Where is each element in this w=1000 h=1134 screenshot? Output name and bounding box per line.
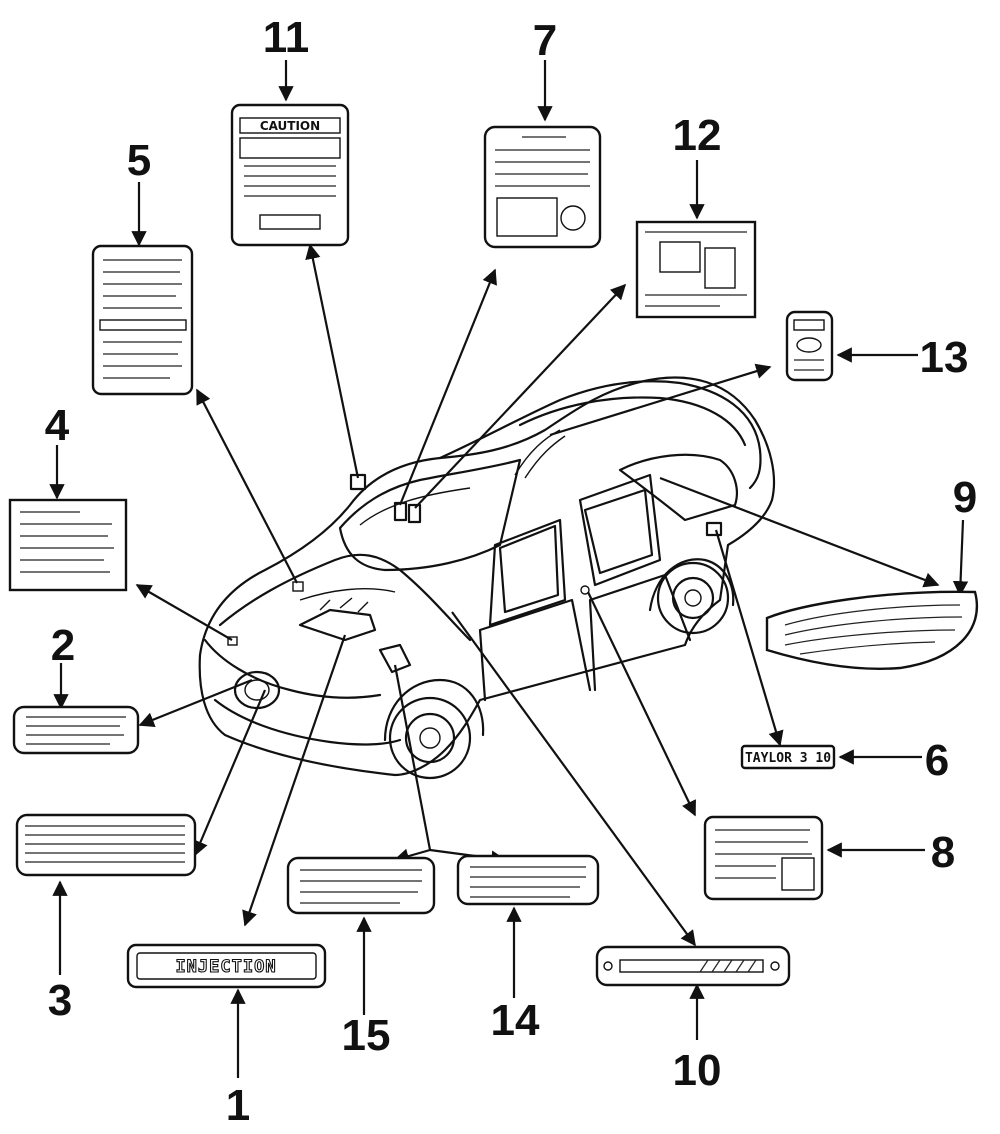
label-7 (483, 125, 602, 249)
callout-7: 7 (533, 16, 557, 65)
label-1-injection-badge: INJECTION (126, 943, 327, 989)
callout-14: 14 (491, 996, 540, 1045)
label-14 (456, 854, 600, 906)
callout-numbers: 1 2 3 4 5 6 7 8 9 10 11 12 13 14 15 (45, 13, 977, 1130)
label-3 (15, 813, 197, 877)
label-2 (12, 705, 140, 755)
label-6-text: TAYLOR 3 10 (745, 751, 831, 766)
callout-13: 13 (920, 333, 969, 382)
callout-10: 10 (673, 1046, 722, 1095)
callout-8: 8 (931, 828, 955, 877)
car-drawing (198, 376, 776, 780)
callout-6: 6 (925, 736, 949, 785)
callout-4: 4 (45, 401, 70, 450)
injection-badge-text: INJECTION (175, 957, 276, 977)
leader-lines (49, 60, 969, 1078)
label-13 (785, 310, 834, 382)
label-12 (635, 220, 757, 319)
callout-15: 15 (342, 1011, 391, 1060)
callout-9: 9 (953, 473, 977, 522)
callout-2: 2 (51, 621, 75, 670)
label-6: TAYLOR 3 10 (740, 744, 836, 770)
callout-1: 1 (226, 1081, 250, 1130)
label-8 (703, 815, 824, 901)
callout-3: 3 (48, 976, 72, 1025)
label-10 (595, 945, 791, 987)
label-11-heading: CAUTION (260, 119, 320, 133)
label-15 (286, 856, 436, 915)
label-9 (765, 590, 978, 670)
label-11: CAUTION (230, 103, 350, 247)
callout-12: 12 (673, 111, 722, 160)
callout-5: 5 (127, 136, 151, 185)
label-4 (8, 498, 128, 592)
callout-11: 11 (263, 13, 310, 62)
label-5 (91, 244, 194, 396)
